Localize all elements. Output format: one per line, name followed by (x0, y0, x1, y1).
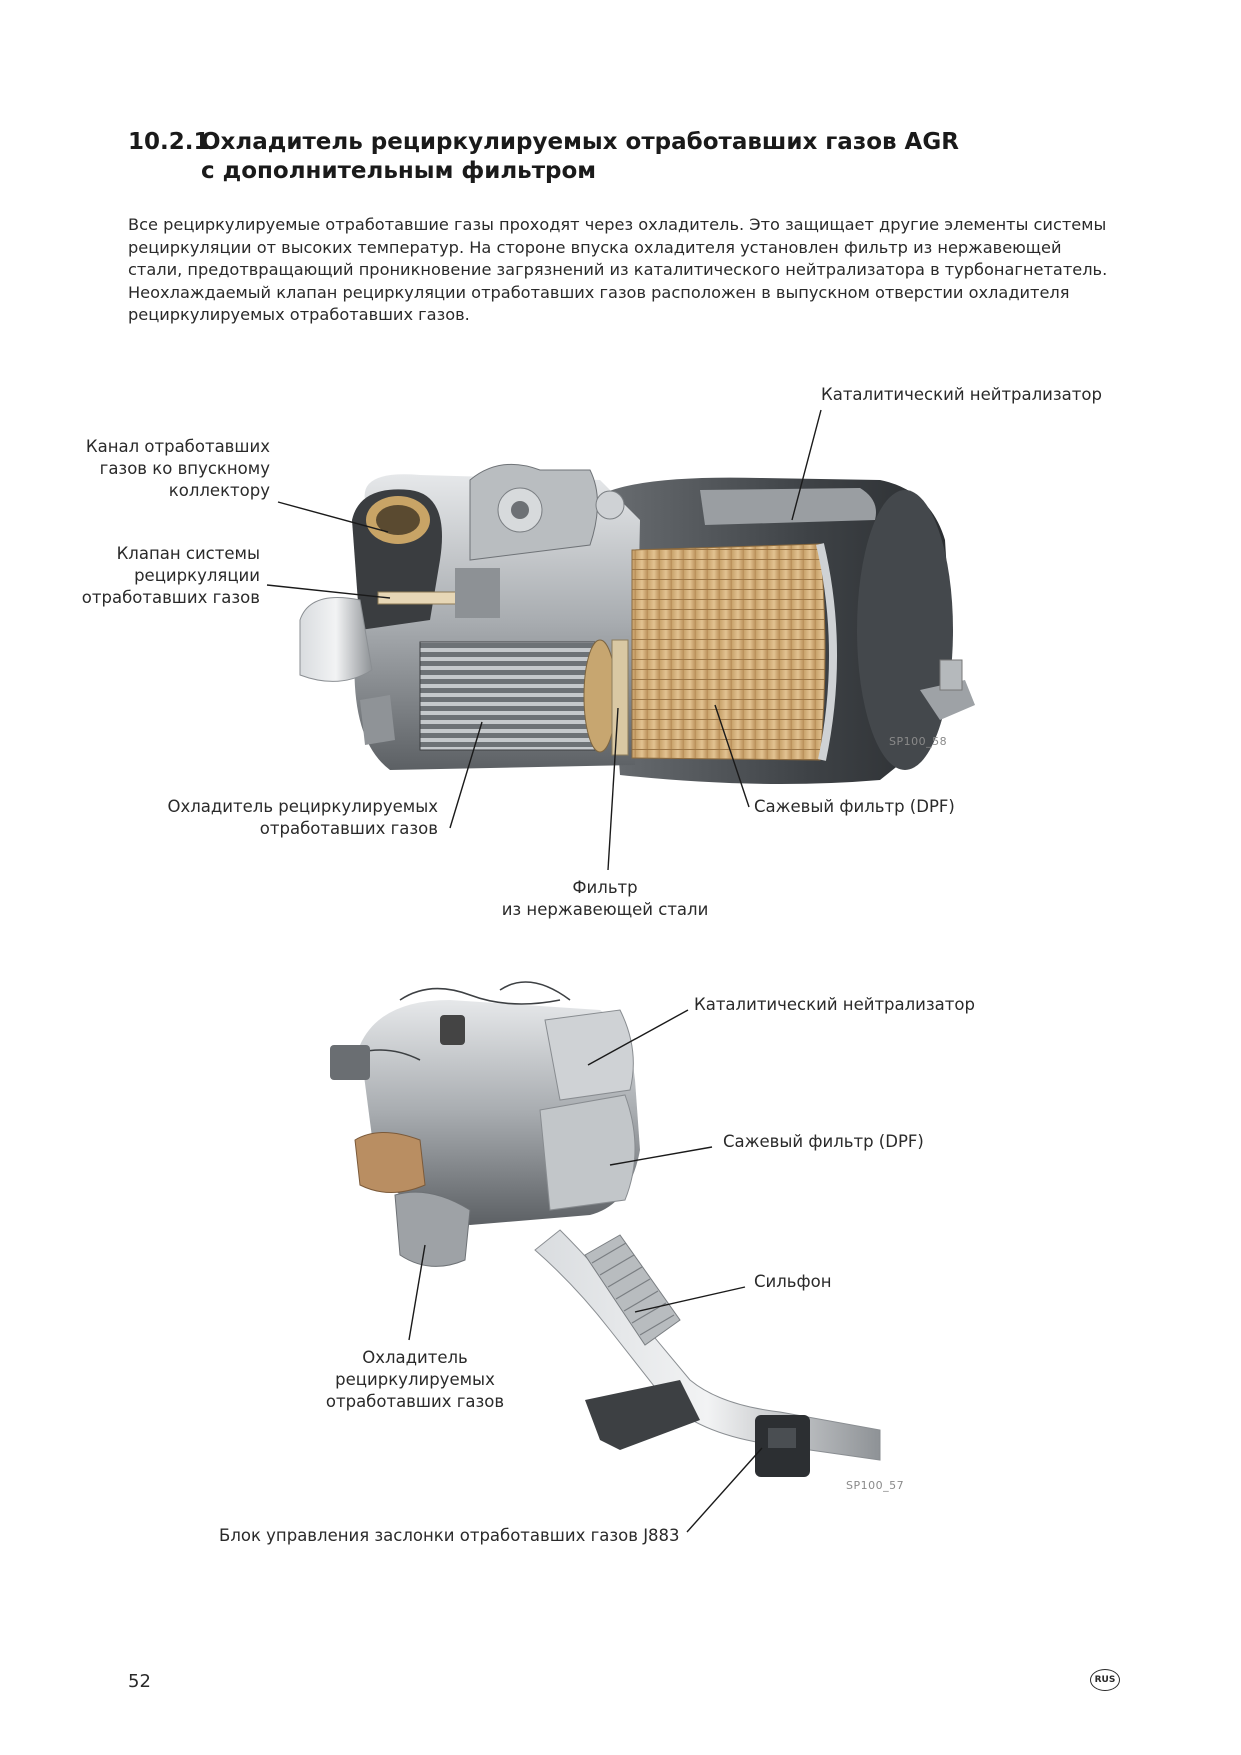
fig1-label-dpf: Сажевый фильтр (DPF) (754, 797, 955, 816)
label-line: из нержавеющей стали (501, 900, 709, 919)
label-line: отработавших газов (81, 588, 260, 607)
fig1-code: SP100_58 (889, 735, 948, 748)
label-line: Фильтр (572, 878, 638, 897)
language-badge: RUS (1090, 1669, 1120, 1691)
label-line: рециркуляции (134, 566, 260, 585)
intro-line: Неохлаждаемый клапан рециркуляции отрабо… (128, 282, 1070, 302)
intro-line: рециркулируемых отработавших газов. (128, 305, 470, 324)
label-line: рециркулируемых (335, 1370, 495, 1389)
label-line: Канал отработавших (85, 437, 270, 456)
figure2-illustration (330, 981, 881, 1533)
label-line: отработавших газов (259, 819, 438, 838)
page-number: 52 (128, 1671, 151, 1692)
intro-paragraph: Все рециркулируемые отработавшие газы пр… (128, 214, 1128, 327)
fig2-code: SP100_57 (846, 1479, 905, 1492)
figure1-illustration (266, 409, 975, 871)
intro-line: Все рециркулируемые отработавшие газы пр… (128, 215, 1107, 234)
section-number: 10.2.1 (128, 129, 210, 155)
fig2-label-dpf: Сажевый фильтр (DPF) (723, 1132, 924, 1151)
label-line: газов ко впускному (99, 459, 270, 478)
fig1-label-steel-filter: Фильтр из нержавеющей стали (470, 877, 740, 921)
label-line: Клапан системы (116, 544, 260, 563)
fig1-label-egr-valve: Клапан системы рециркуляции отработавших… (60, 543, 260, 609)
fig2-label-flap-unit: Блок управления заслонки отработавших га… (219, 1526, 680, 1545)
fig2-label-catalyst: Каталитический нейтрализатор (694, 995, 975, 1014)
label-line: коллектору (168, 481, 270, 500)
fig1-label-egr-cooler: Охладитель рециркулируемых отработавших … (140, 796, 438, 840)
fig2-label-bellows: Сильфон (754, 1272, 832, 1291)
fig2-label-egr-cooler: Охладитель рециркулируемых отработавших … (300, 1347, 530, 1413)
fig1-label-catalyst: Каталитический нейтрализатор (821, 385, 1102, 404)
fig1-label-intake-channel: Канал отработавших газов ко впускному ко… (60, 436, 270, 502)
intro-line: стали, предотвращающий проникновение заг… (128, 260, 1108, 279)
label-line: Охладитель рециркулируемых (167, 797, 438, 816)
intro-line: рециркуляции от высоких температур. На с… (128, 237, 1062, 257)
section-heading: 10.2.1Охладитель рециркулируемых отработ… (128, 128, 959, 186)
section-title-line1: Охладитель рециркулируемых отработавших … (201, 129, 959, 155)
label-line: Охладитель (362, 1348, 468, 1367)
label-line: отработавших газов (325, 1392, 505, 1411)
section-title-line2: с дополнительным фильтром (201, 158, 597, 184)
